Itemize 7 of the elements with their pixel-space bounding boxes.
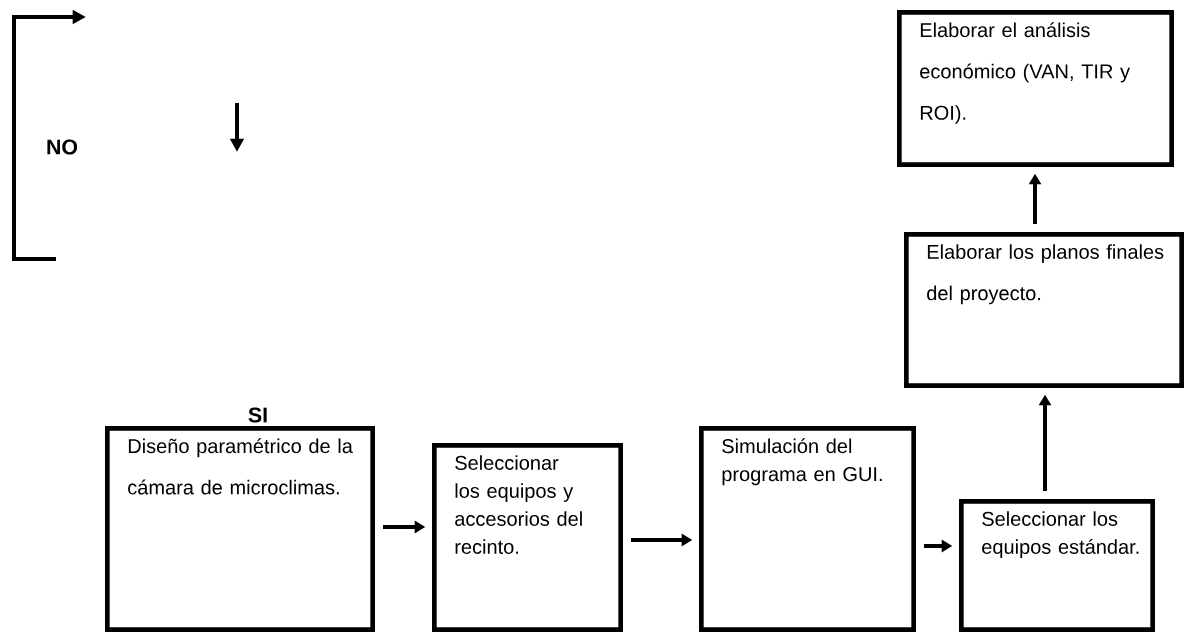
process-box: Seleccionar los equipos estándar. <box>959 499 1155 632</box>
process-box: Diseño paramétrico de la cámara de microclimas. <box>105 426 375 632</box>
process-box: Simulación del programa en GUI. <box>699 426 916 632</box>
process-box: Elaborar el análisis económico (VAN, TIR y ROI). <box>897 10 1174 167</box>
process-box: Seleccionar los equipos y accesorios del recinto. <box>432 443 623 632</box>
process-box: Elaborar los planos finales del proyecto. <box>904 232 1184 388</box>
branch-label: NO <box>47 139 78 155</box>
